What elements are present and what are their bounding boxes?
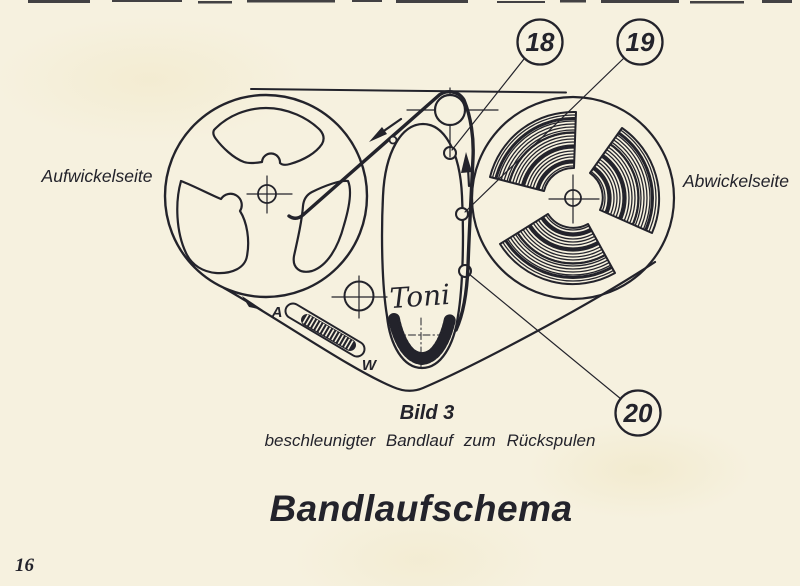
left-reel	[163, 93, 369, 299]
figure-label: Bild 3	[400, 402, 454, 424]
deck-top-edge	[250, 88, 567, 94]
callout-19: 19	[616, 18, 664, 66]
page-title: Bandlaufschema	[269, 488, 572, 529]
callouts: 18 19 20	[451, 18, 664, 437]
right-reel-label: Abwickelseite	[682, 171, 789, 191]
guide-roller	[406, 87, 499, 158]
tape-path	[287, 90, 475, 332]
leader-18	[451, 58, 525, 151]
right-reel-windows	[489, 110, 661, 286]
tape-guide-pin	[388, 135, 398, 145]
right-reel-spindle	[548, 174, 600, 224]
callout-20: 20	[614, 389, 662, 437]
index-notch	[242, 296, 263, 310]
aw-label-w: W	[362, 357, 378, 374]
aw-label-a: A	[271, 304, 283, 321]
capstan-gear	[388, 313, 456, 365]
page-number: 16	[15, 555, 35, 576]
drive-spindle	[331, 275, 388, 319]
left-reel-rim	[163, 93, 369, 299]
tape-guide-middle	[455, 207, 469, 221]
capstan-axis-crosshair	[393, 317, 447, 370]
aw-selector: A W	[271, 302, 378, 374]
left-reel-spindle	[246, 175, 293, 214]
left-reel-label: Aufwickelseite	[41, 166, 153, 186]
left-reel-window-lower-left	[176, 179, 250, 275]
head-block: Toni	[380, 122, 465, 370]
hub-logo: Toni	[389, 278, 452, 315]
callout-18: 18	[516, 18, 564, 66]
tape-line	[287, 90, 475, 332]
callout-19-number: 19	[626, 27, 655, 57]
capstan-gear-inner-arc	[397, 320, 447, 354]
leader-20	[468, 273, 622, 400]
leader-19	[464, 57, 625, 213]
deck-bottom-edge	[222, 260, 657, 392]
left-reel-window-lower-right	[292, 179, 352, 273]
callout-20-number: 20	[623, 398, 653, 428]
figure-caption: beschleunigter Bandlauf zum Rückspulen	[265, 431, 596, 450]
scan-edge-artifacts	[28, 0, 792, 4]
head-cover-outline	[380, 122, 465, 370]
deck-outline	[222, 88, 657, 392]
callout-18-number: 18	[526, 27, 555, 57]
left-reel-window-top	[212, 106, 325, 166]
tape-direction-arrow-left	[369, 117, 403, 142]
tape-direction-arrow-up	[461, 152, 472, 188]
right-reel	[470, 95, 676, 301]
